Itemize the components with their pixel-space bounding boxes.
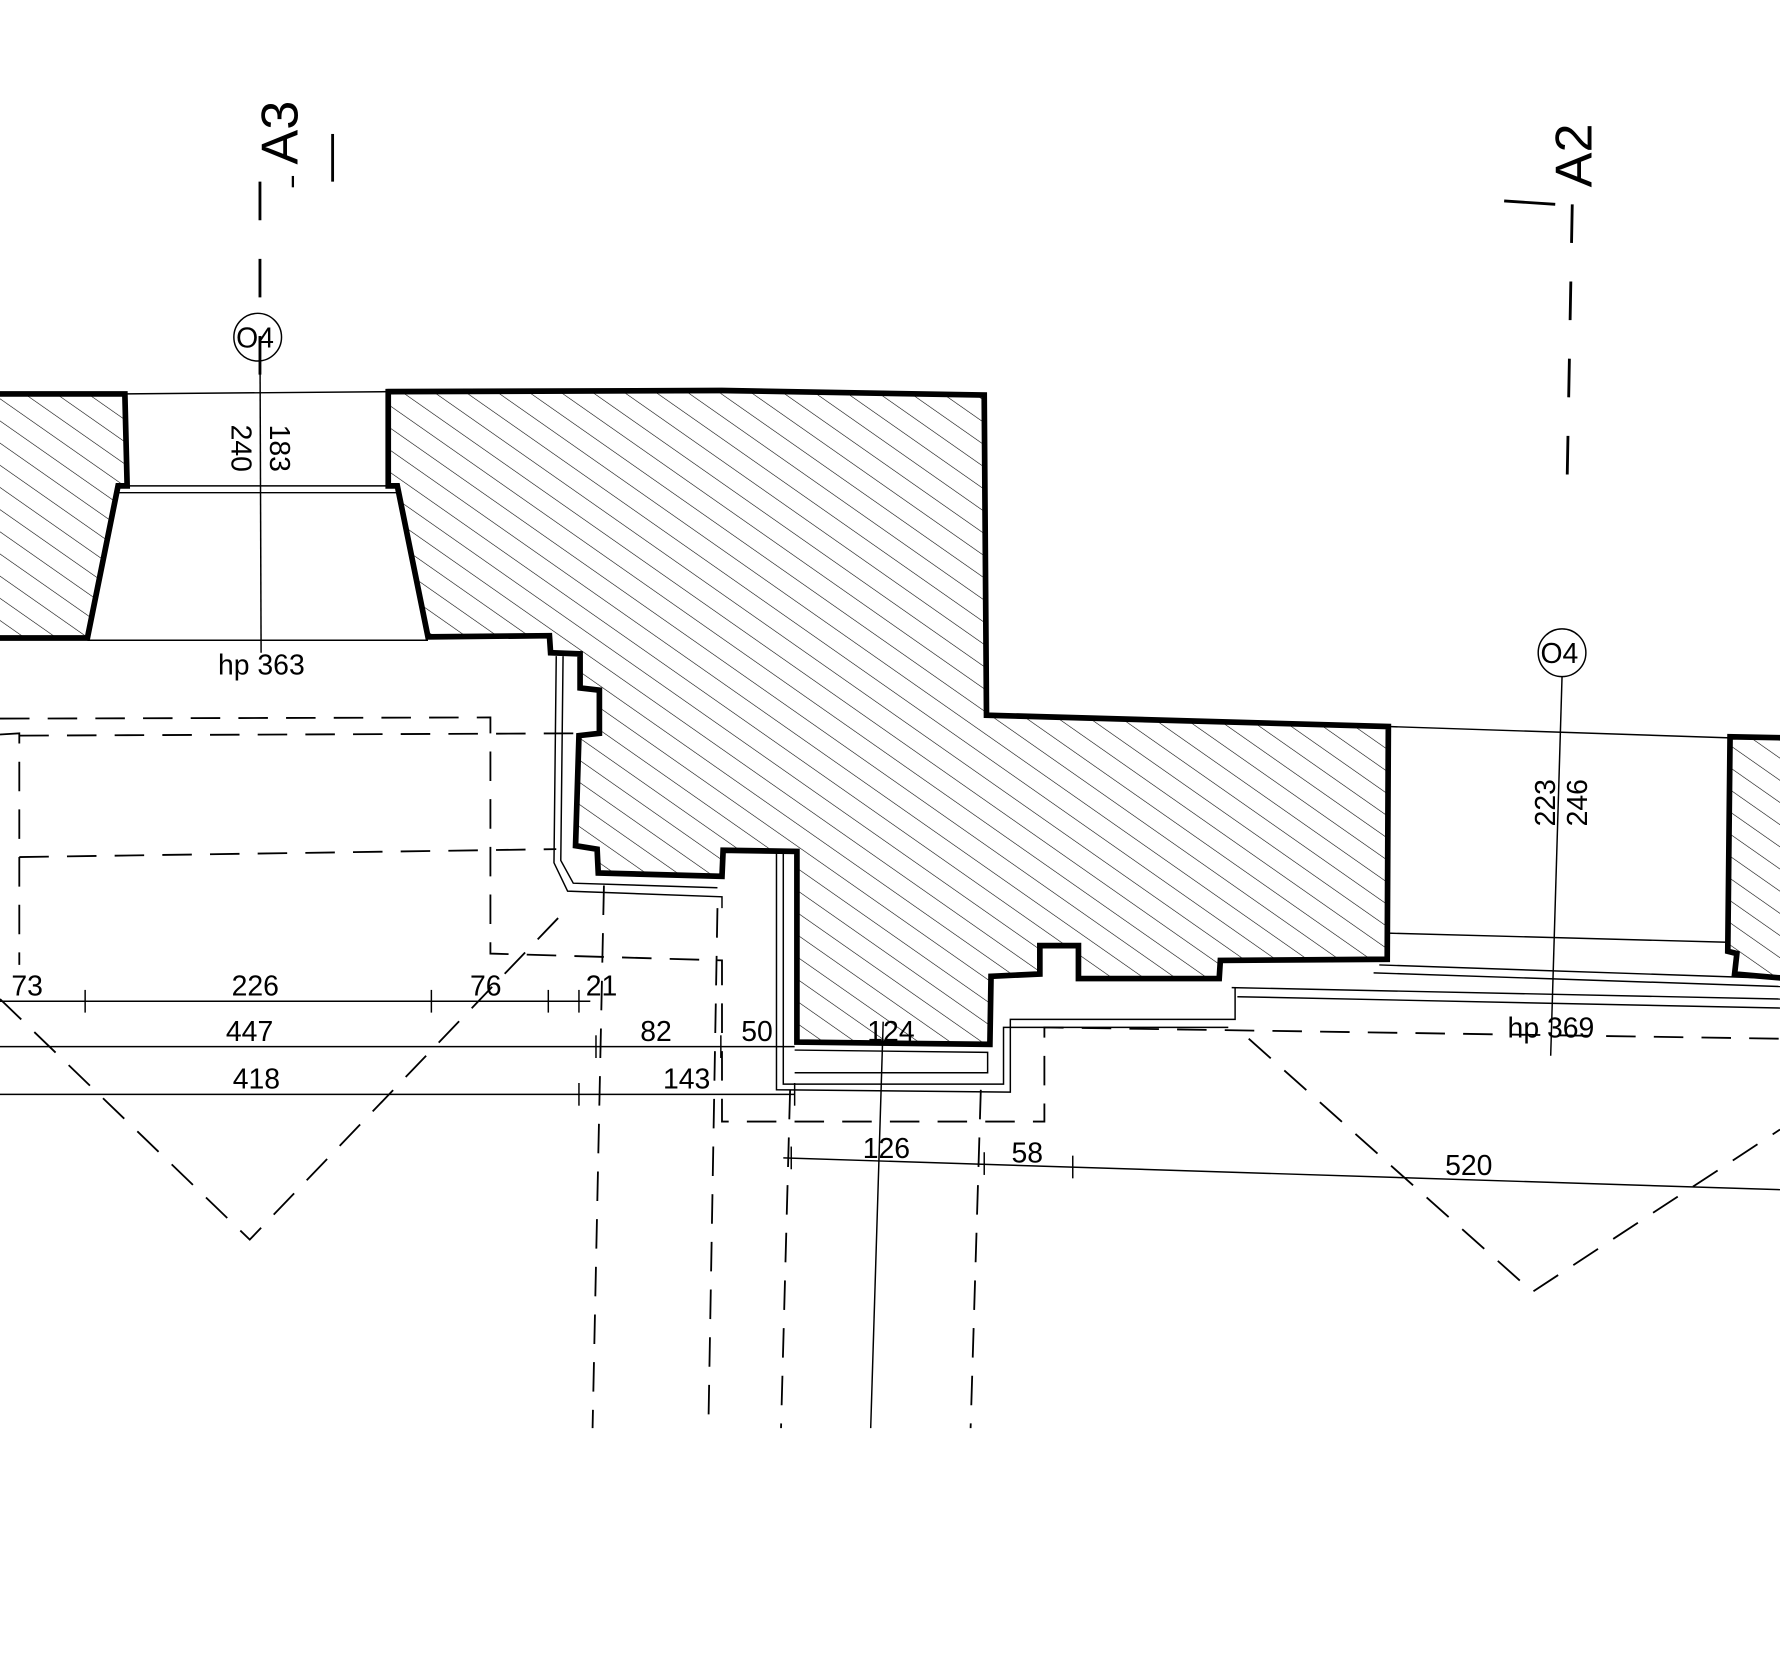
axis-a2: A2 O4: [1504, 123, 1604, 1056]
level-right: hp 369: [1508, 1013, 1595, 1045]
dim-226: 226: [232, 971, 279, 1003]
dim-418: 418: [233, 1064, 280, 1096]
dim-82: 82: [640, 1016, 672, 1048]
opening-left: [87, 390, 428, 641]
dim-520: 520: [1445, 1150, 1492, 1182]
dim-126: 126: [863, 1133, 910, 1165]
dashed-overhead: [0, 716, 1780, 1429]
axis-marker-a3: O4: [236, 322, 274, 354]
height-246: 246: [1562, 779, 1594, 826]
axis-label-a3: A3: [251, 101, 309, 165]
axis-marker-a2: O4: [1540, 638, 1578, 670]
wall-center: [385, 387, 1392, 1048]
dim-447: 447: [226, 1016, 273, 1048]
height-223: 223: [1530, 779, 1562, 826]
wall-right: [1724, 733, 1780, 981]
wall-left: [0, 391, 131, 641]
dim-50: 50: [741, 1016, 773, 1048]
dim-58: 58: [1011, 1137, 1043, 1169]
dimension-lines: [0, 989, 1780, 1191]
dim-73: 73: [11, 971, 43, 1003]
dim-21: 21: [586, 971, 618, 1003]
dim-143: 143: [663, 1064, 710, 1096]
dim-124: 124: [867, 1016, 914, 1048]
dim-76: 76: [470, 971, 502, 1003]
axis-label-a2: A2: [1546, 123, 1604, 187]
level-left: hp 363: [218, 649, 305, 681]
height-183: 183: [263, 425, 295, 472]
height-240: 240: [225, 425, 257, 472]
axis-a3: A3 O4: [233, 101, 335, 653]
opening-right: [1231, 725, 1780, 1009]
frame-lines: [553, 656, 1236, 1093]
